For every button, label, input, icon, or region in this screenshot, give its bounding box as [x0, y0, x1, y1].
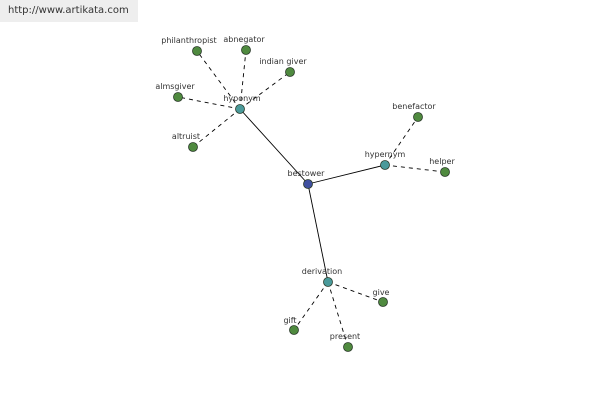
node-derivation[interactable]: [323, 277, 333, 287]
graph-nodes: [173, 45, 450, 352]
node-almsgiver[interactable]: [173, 92, 183, 102]
label-derivation[interactable]: derivation: [302, 267, 342, 276]
source-url-watermark: http://www.artikata.com: [0, 0, 138, 22]
node-indian-giver[interactable]: [285, 67, 295, 77]
label-indian-giver[interactable]: indian giver: [259, 57, 307, 66]
edge-hypernym-helper: [384, 164, 446, 173]
node-benefactor[interactable]: [413, 112, 423, 122]
node-present[interactable]: [343, 342, 353, 352]
edge-root-hyponym: [239, 108, 309, 185]
label-gift[interactable]: gift: [283, 316, 296, 325]
label-abnegator[interactable]: abnegator: [223, 35, 265, 44]
edge-derivation-present: [327, 281, 349, 348]
label-benefactor[interactable]: benefactor: [392, 102, 436, 111]
node-helper[interactable]: [440, 167, 450, 177]
label-philanthropist[interactable]: philanthropist: [161, 36, 216, 45]
edge-hyponym-altruist: [192, 108, 241, 148]
label-bestower[interactable]: bestower: [288, 169, 326, 178]
edge-hypernym-benefactor: [384, 116, 419, 166]
node-altruist[interactable]: [188, 142, 198, 152]
label-almsgiver[interactable]: almsgiver: [155, 82, 195, 91]
edge-root-hypernym: [307, 164, 386, 185]
node-gift[interactable]: [289, 325, 299, 335]
node-give[interactable]: [378, 297, 388, 307]
edge-derivation-give: [327, 281, 384, 303]
edge-hyponym-almsgiver: [177, 96, 241, 110]
edge-root-derivation: [307, 183, 329, 283]
label-give[interactable]: give: [373, 288, 390, 297]
label-present[interactable]: present: [330, 332, 360, 341]
node-hypernym[interactable]: [380, 160, 390, 170]
node-hyponym[interactable]: [235, 104, 245, 114]
node-philanthropist[interactable]: [192, 46, 202, 56]
label-helper[interactable]: helper: [429, 157, 455, 166]
label-hyponym[interactable]: hyponym: [223, 94, 261, 103]
edge-hyponym-abnegator: [239, 49, 247, 110]
node-bestower[interactable]: [303, 179, 313, 189]
graph-edges: [177, 49, 446, 348]
node-abnegator[interactable]: [241, 45, 251, 55]
label-altruist[interactable]: altruist: [172, 132, 200, 141]
label-hypernym[interactable]: hypernym: [365, 150, 406, 159]
edge-hyponym-indian-giver: [239, 71, 291, 110]
edge-derivation-gift: [293, 281, 329, 331]
graph-labels: hyponym philanthropist abnegator indian giv…: [155, 35, 455, 341]
